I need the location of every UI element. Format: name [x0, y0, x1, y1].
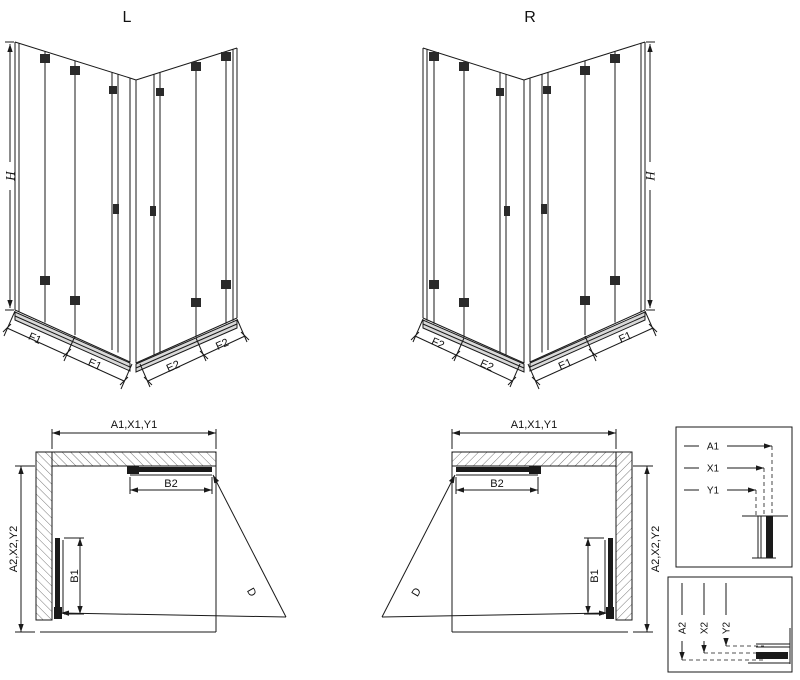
e1-dimension-label: E1	[86, 357, 103, 373]
height-dimension-label: H	[3, 171, 18, 182]
door-width-label: B2	[490, 478, 503, 490]
f1-dimension-label: F1	[26, 331, 43, 347]
door-depth-label: B1	[69, 569, 81, 582]
a1-detail-label: A1	[707, 442, 720, 453]
x2-detail-label: X2	[700, 621, 711, 634]
plan-view-left: A1,X1,Y1 B2 A2,X2,Y2 B1 D	[8, 419, 286, 632]
f1-dimension-label: F1	[617, 330, 634, 346]
f2-dimension-label: F2	[214, 337, 231, 353]
plan-right-geometry	[382, 429, 653, 632]
iso-drawing-left: L H F1 E1 E2 F2	[3, 9, 249, 389]
variant-label-right: R	[524, 9, 536, 26]
height-dimension-label: H	[643, 171, 658, 182]
diagonal-dimension-label: D	[244, 586, 258, 599]
width-dimension-label: A1,X1,Y1	[111, 419, 157, 431]
e2-dimension-label: E2	[478, 358, 495, 374]
floor-profile-section	[748, 628, 791, 664]
depth-dimension-label: A2,X2,Y2	[650, 526, 662, 572]
e1-dimension-label: E1	[557, 357, 574, 373]
variant-label-left: L	[123, 9, 132, 26]
depth-dimension-label: A2,X2,Y2	[8, 526, 20, 572]
a2-detail-label: A2	[678, 621, 689, 634]
detail-frame	[667, 576, 793, 673]
door-width-label: B2	[164, 478, 177, 490]
x1-detail-label: X1	[707, 464, 720, 475]
iso-drawing-right: R H F2 E2 E1 F1	[411, 9, 658, 389]
plan-left-geometry	[15, 429, 286, 632]
width-dimension-label: A1,X1,Y1	[511, 419, 557, 431]
detail-frame	[675, 426, 793, 568]
a2-detail-lines	[679, 583, 764, 661]
a1-detail-lines	[684, 443, 773, 516]
wall-profile-section	[742, 515, 788, 559]
e2-dimension-label: E2	[165, 359, 182, 375]
plan-view-right: A1,X1,Y1 B2 A2,X2,Y2 B1 D	[382, 419, 662, 632]
y2-detail-label: Y2	[722, 621, 733, 634]
y1-detail-label: Y1	[707, 486, 720, 497]
detail-box-width-profile: A1 X1 Y1	[675, 426, 793, 568]
diagonal-dimension-label: D	[410, 586, 424, 599]
f2-dimension-label: F2	[429, 336, 446, 352]
door-depth-label: B1	[589, 569, 601, 582]
detail-box-depth-profile: A2 X2 Y2	[667, 576, 793, 673]
